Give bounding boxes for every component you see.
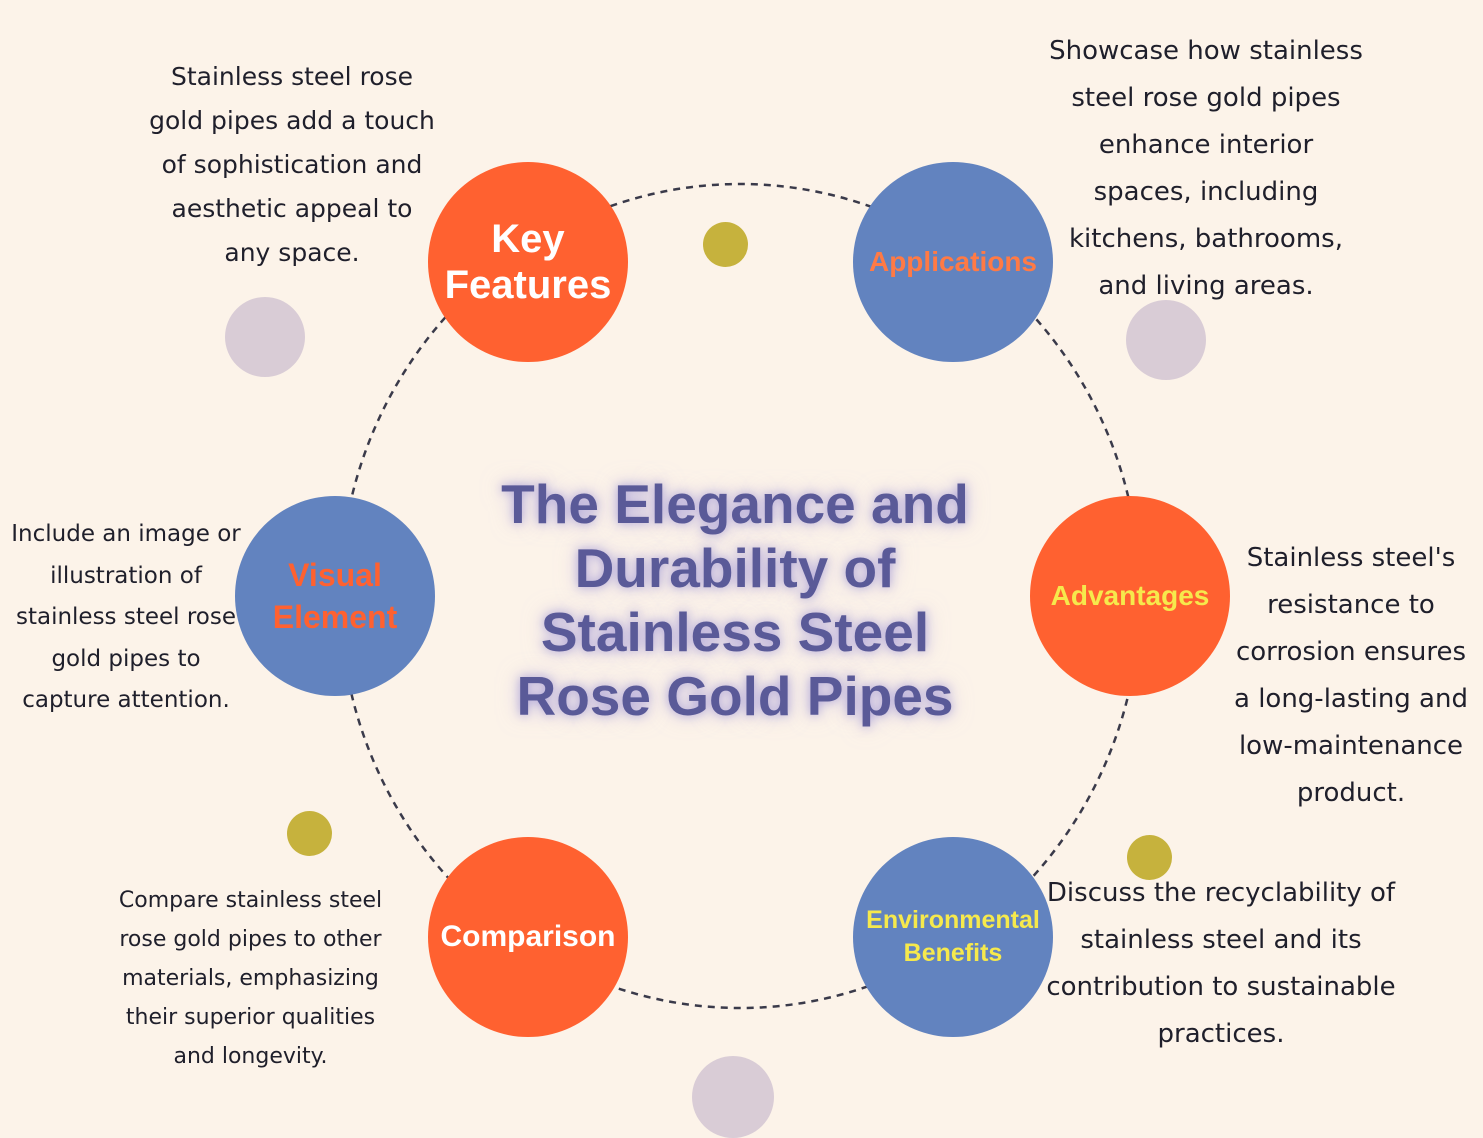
node-label: Environmental Benefits bbox=[866, 906, 1040, 967]
node-label: Comparison bbox=[440, 920, 616, 953]
node-environmental-benefits: Environmental Benefits bbox=[853, 837, 1053, 1037]
decorative-dot bbox=[703, 222, 748, 267]
decorative-dot bbox=[225, 297, 305, 377]
node-label: Visual Element bbox=[272, 557, 398, 635]
decorative-dot bbox=[692, 1056, 774, 1138]
node-label: Applications bbox=[868, 246, 1037, 277]
decorative-dot bbox=[287, 811, 332, 856]
description-visual-element: Include an image or illustration of stai… bbox=[11, 521, 241, 713]
page-title: The Elegance and Durability of Stainless… bbox=[501, 473, 969, 727]
description-advantages: Stainless steel's resistance to corrosio… bbox=[1234, 543, 1468, 808]
node-key-features: Key Features bbox=[428, 162, 628, 362]
node-applications: Applications bbox=[853, 162, 1053, 362]
decorative-dot bbox=[1127, 835, 1172, 880]
node-label: Advantages bbox=[1050, 580, 1210, 611]
node-label: Key Features bbox=[444, 217, 612, 307]
node-comparison: Comparison bbox=[428, 837, 628, 1037]
decorative-dot bbox=[1126, 300, 1206, 380]
description-key-features: Stainless steel rose gold pipes add a to… bbox=[149, 62, 435, 267]
node-advantages: Advantages bbox=[1030, 496, 1230, 696]
description-applications: Showcase how stainless steel rose gold p… bbox=[1049, 36, 1363, 301]
description-comparison: Compare stainless steel rose gold pipes … bbox=[118, 888, 383, 1069]
node-visual-element: Visual Element bbox=[235, 496, 435, 696]
description-environmental-benefits: Discuss the recyclability of stainless s… bbox=[1046, 878, 1396, 1049]
